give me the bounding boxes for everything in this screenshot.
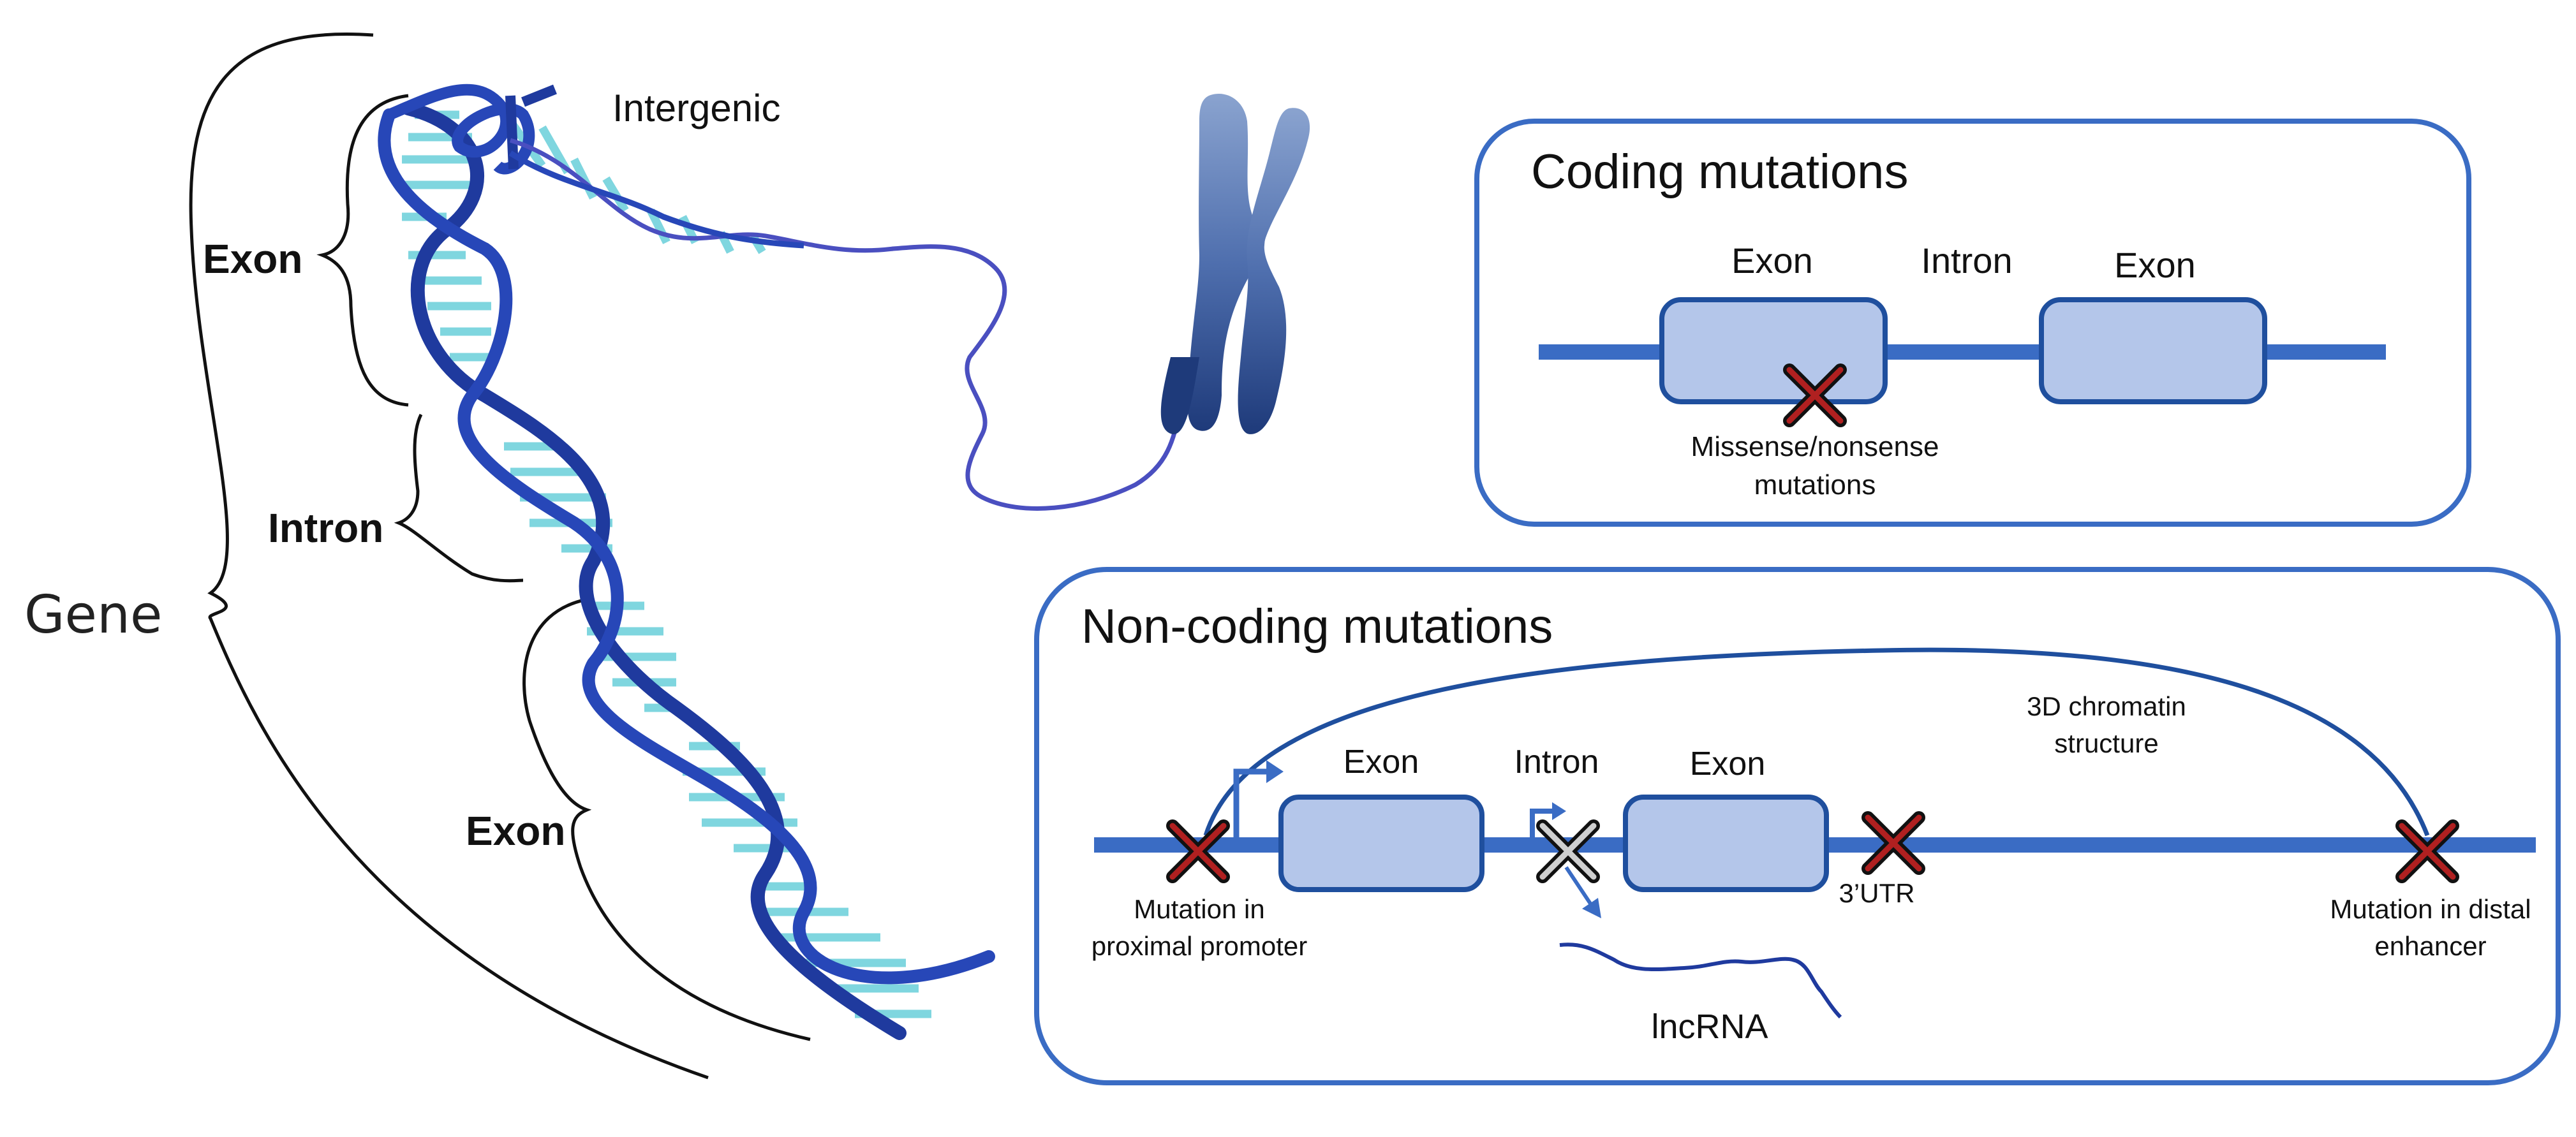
lncrna-transcript (1559, 943, 1842, 1019)
lncrna-down-arrowhead (1582, 898, 1601, 918)
chromatin-label-line1: 3D chromatin (2027, 691, 2186, 721)
gene-brace (189, 33, 709, 1080)
coding-intron-label: Intron (1921, 240, 2012, 281)
missense-label-line2: mutations (1754, 469, 1876, 501)
enhancer-label-line2: enhancer (2374, 931, 2486, 961)
noncoding-panel-title: Non-coding mutations (1081, 599, 1553, 654)
promoter-arrowhead (1266, 760, 1284, 783)
enhancer-label-line1: Mutation in distal (2330, 894, 2531, 924)
dna-helix (189, 33, 1183, 1080)
coding-exon-2 (2039, 297, 2267, 404)
coding-panel-title: Coding mutations (1531, 145, 1908, 199)
exon-bottom-brace (522, 598, 811, 1041)
coding-exon-1 (1659, 297, 1888, 404)
promoter-arrow-icon (1233, 768, 1266, 842)
gene-label: Gene (24, 585, 162, 645)
coding-mutations-panel: Coding mutations Exon Intron Exon Missen… (1474, 119, 2471, 527)
dna-backbone-top (387, 84, 535, 175)
coding-panel-frame (1474, 119, 2471, 527)
utr-label: 3’UTR (1839, 878, 1914, 908)
exon-bottom-label: Exon (466, 808, 565, 854)
chromosome-icon (1160, 93, 1310, 434)
noncoding-exon-1 (1278, 795, 1484, 892)
lncrna-down-arrow-icon (1564, 866, 1594, 907)
lncrna-promoter-arrow-icon (1530, 809, 1553, 839)
lncrna-promoter-arrowhead (1552, 802, 1566, 820)
missense-label-line1: Missense/nonsense (1691, 431, 1939, 462)
intron-brace (394, 413, 524, 583)
dna-thin-strand-b (508, 150, 804, 249)
noncoding-exon-2-label: Exon (1690, 745, 1766, 782)
chromatin-label-line2: structure (2054, 728, 2158, 758)
noncoding-mutations-panel: Non-coding mutations 3D chromatin struct… (1034, 567, 2561, 1085)
noncoding-exon-2 (1623, 795, 1829, 892)
promoter-label-line2: proximal promoter (1092, 931, 1307, 961)
coding-exon-1-label: Exon (1731, 240, 1813, 281)
intron-label: Intron (268, 505, 383, 551)
chromatin-loop-arc (1203, 647, 2430, 837)
noncoding-intron-label: Intron (1514, 744, 1599, 781)
dna-backbone-b (378, 108, 995, 985)
intergenic-label: Intergenic (612, 87, 781, 129)
promoter-label-line1: Mutation in (1134, 894, 1264, 924)
coding-exon-2-label: Exon (2114, 245, 2196, 285)
noncoding-exon-1-label: Exon (1344, 744, 1419, 781)
lncrna-label: lncRNA (1651, 1008, 1768, 1046)
exon-top-brace (316, 94, 409, 407)
exon-top-label: Exon (203, 236, 302, 282)
dna-thin-strand (509, 138, 1183, 511)
